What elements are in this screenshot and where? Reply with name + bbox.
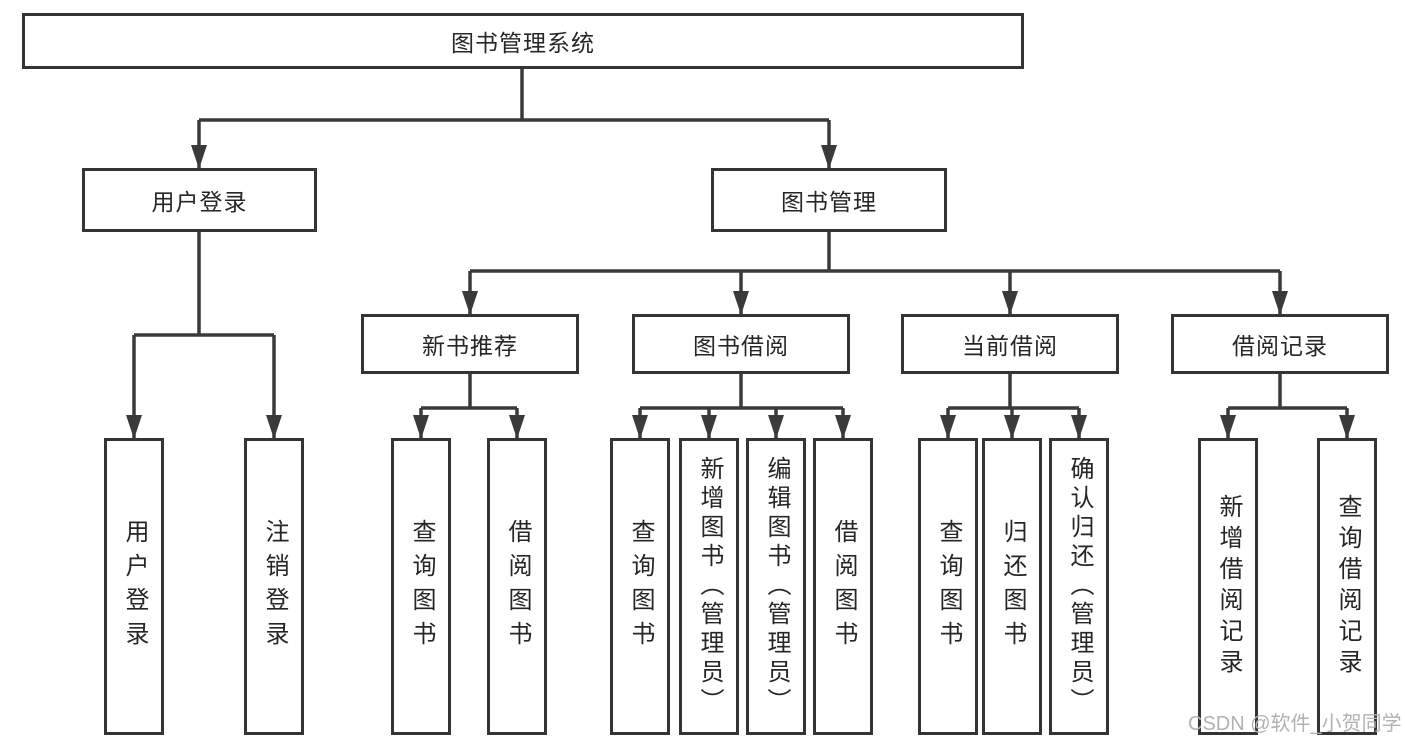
leaf-query-books-2-label: 查询图书: [627, 518, 654, 655]
leaf-return-books: 归还图书: [982, 438, 1042, 735]
node-book-borrowing: 图书借阅: [632, 314, 850, 374]
csdn-watermark: CSDN @软件_小贺同学: [1188, 713, 1402, 735]
leaf-query-books-2: 查询图书: [610, 438, 670, 735]
leaf-borrow-books-1: 借阅图书: [487, 438, 547, 735]
leaf-add-borrow-record-label: 新增借阅记录: [1215, 493, 1242, 680]
leaf-edit-books-admin: 编辑图书（管理员）: [746, 438, 806, 735]
leaf-add-books-admin-label: 新增图书（管理员）: [696, 456, 723, 717]
node-user-login: 用户登录: [82, 168, 317, 232]
leaf-edit-books-admin-label: 编辑图书（管理员）: [763, 456, 790, 717]
leaf-user-login: 用户登录: [104, 438, 164, 735]
leaf-user-login-label: 用户登录: [121, 518, 148, 655]
node-current-borrowing: 当前借阅: [901, 314, 1119, 374]
node-current-borrowing-label: 当前借阅: [962, 333, 1058, 359]
leaf-query-books-1-label: 查询图书: [408, 518, 435, 655]
leaf-logout-label: 注销登录: [261, 518, 288, 655]
leaf-query-books-3-label: 查询图书: [935, 518, 962, 655]
leaf-query-books-3: 查询图书: [918, 438, 978, 735]
node-book-management-label: 图书管理: [781, 189, 877, 215]
leaf-borrow-books-1-label: 借阅图书: [504, 518, 531, 655]
node-new-book-recommend-label: 新书推荐: [422, 333, 518, 359]
leaf-confirm-return-admin: 确认归还（管理员）: [1049, 438, 1109, 735]
leaf-query-books-1: 查询图书: [391, 438, 451, 735]
node-borrowing-records-label: 借阅记录: [1232, 333, 1328, 359]
leaf-query-borrow-record-label: 查询借阅记录: [1334, 493, 1361, 680]
node-new-book-recommend: 新书推荐: [361, 314, 579, 374]
leaf-borrow-books-2: 借阅图书: [813, 438, 873, 735]
node-user-login-label: 用户登录: [151, 189, 248, 215]
node-borrowing-records: 借阅记录: [1171, 314, 1389, 374]
leaf-add-books-admin: 新增图书（管理员）: [679, 438, 739, 735]
leaf-confirm-return-admin-label: 确认归还（管理员）: [1066, 456, 1093, 717]
node-book-borrowing-label: 图书借阅: [693, 333, 789, 359]
leaf-return-books-label: 归还图书: [999, 518, 1026, 655]
leaf-logout: 注销登录: [244, 438, 304, 735]
node-library-system-label: 图书管理系统: [451, 30, 595, 56]
leaf-borrow-books-2-label: 借阅图书: [830, 518, 857, 655]
node-book-management: 图书管理: [711, 168, 947, 232]
leaf-query-borrow-record: 查询借阅记录: [1317, 438, 1377, 735]
leaf-add-borrow-record: 新增借阅记录: [1198, 438, 1258, 735]
node-library-system: 图书管理系统: [22, 13, 1024, 69]
